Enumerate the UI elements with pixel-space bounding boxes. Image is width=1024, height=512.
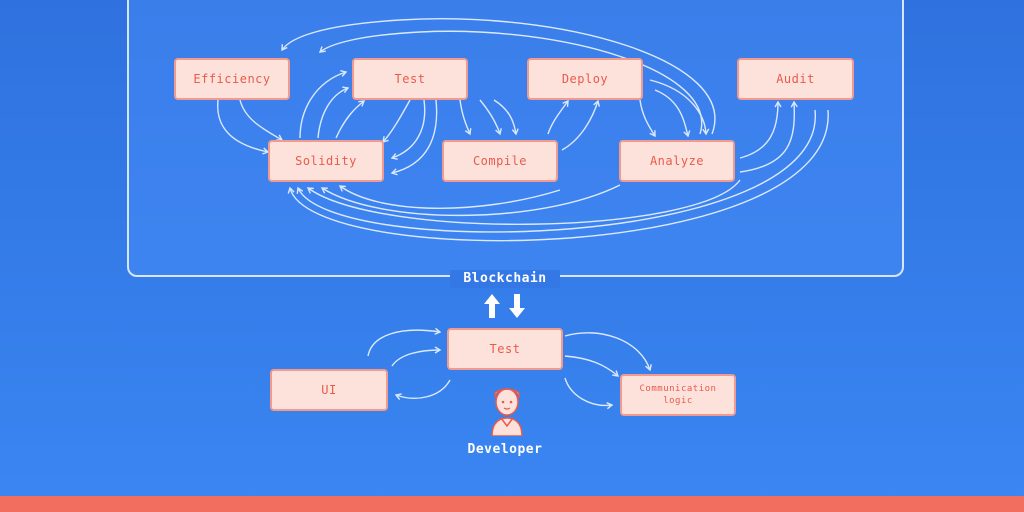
developer-avatar-icon	[491, 388, 523, 436]
up-arrow-icon	[484, 294, 500, 318]
blockchain-label: Blockchain	[450, 270, 560, 288]
node-test-top: Test	[352, 58, 468, 100]
node-solidity: Solidity	[268, 140, 384, 182]
node-analyze: Analyze	[619, 140, 735, 182]
node-test-developer: Test	[447, 328, 563, 370]
blockchain-frame	[127, 0, 904, 277]
node-compile: Compile	[442, 140, 558, 182]
node-ui: UI	[270, 369, 388, 411]
developer-label: Developer	[467, 442, 543, 457]
node-communication-logic: Communication logic	[620, 374, 736, 416]
node-deploy: Deploy	[527, 58, 643, 100]
up-down-arrows	[484, 294, 525, 318]
bottom-bar	[0, 496, 1024, 512]
node-efficiency: Efficiency	[174, 58, 290, 100]
down-arrow-icon	[509, 294, 525, 318]
node-audit: Audit	[737, 58, 854, 100]
